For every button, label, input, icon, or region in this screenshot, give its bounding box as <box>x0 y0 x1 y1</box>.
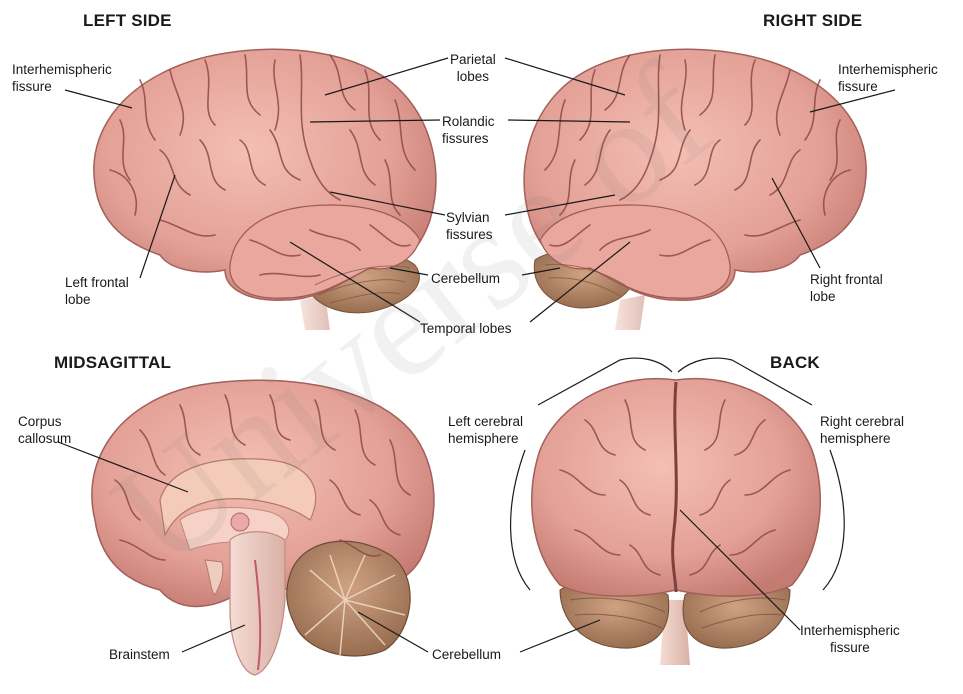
label-left-frontal-lobe: Left frontallobe <box>65 274 129 308</box>
label-sylvian-fissures: Sylvianfissures <box>446 209 493 243</box>
midsagittal-brain <box>92 380 434 675</box>
label-corpus-callosum: Corpuscallosum <box>18 413 71 447</box>
label-temporal-lobes: Temporal lobes <box>420 320 512 337</box>
label-interhemispheric-fissure-left: Interhemisphericfissure <box>12 61 112 95</box>
title-back: BACK <box>770 353 820 373</box>
back-view-brain <box>532 379 820 665</box>
title-left-side: LEFT SIDE <box>83 11 172 31</box>
title-midsagittal: MIDSAGITTAL <box>54 353 171 373</box>
label-cerebellum-bottom: Cerebellum <box>432 646 501 663</box>
label-rolandic-fissures: Rolandicfissures <box>442 113 495 147</box>
label-left-cerebral-hemisphere: Left cerebralhemisphere <box>448 413 523 447</box>
title-right-side: RIGHT SIDE <box>763 11 862 31</box>
label-brainstem: Brainstem <box>109 646 170 663</box>
label-cerebellum-top: Cerebellum <box>431 270 500 287</box>
label-parietal-lobes: Parietallobes <box>450 51 496 85</box>
label-interhemispheric-fissure-right: Interhemisphericfissure <box>838 61 938 95</box>
label-right-frontal-lobe: Right frontallobe <box>810 271 883 305</box>
left-side-brain <box>94 49 436 330</box>
label-right-cerebral-hemisphere: Right cerebralhemisphere <box>820 413 904 447</box>
label-interhemispheric-fissure-back: Interhemisphericfissure <box>800 622 900 656</box>
